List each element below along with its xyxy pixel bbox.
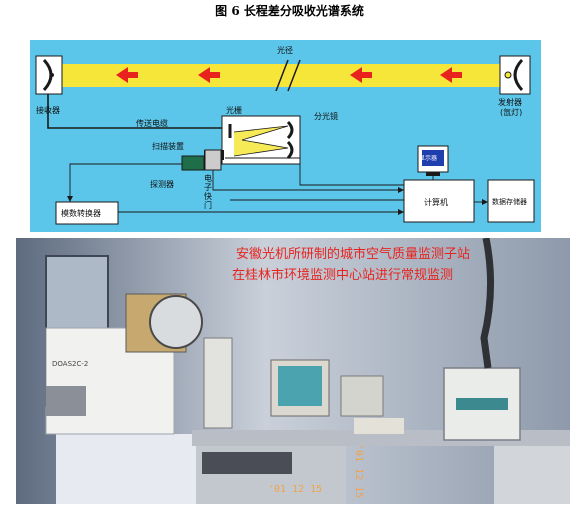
device-model-label: DOAS2C-2 bbox=[52, 360, 89, 368]
detector-block bbox=[181, 155, 205, 171]
label-grating: 光栅 bbox=[226, 106, 242, 115]
label-transmitter-sub: (氙灯) bbox=[500, 108, 523, 117]
label-cable: 传送电缆 bbox=[136, 119, 168, 128]
label-computer: 计算机 bbox=[424, 198, 448, 207]
timestamp-bottom: '01 12 15 bbox=[268, 484, 323, 495]
station-photo: 安徽光机所研制的城市空气质量监测子站 在桂林市环境监测中心站进行常规监测 DOA… bbox=[16, 238, 570, 504]
transmitter-lamp bbox=[499, 55, 531, 95]
arrow-icon bbox=[350, 67, 372, 83]
arrow-icon bbox=[198, 67, 220, 83]
label-splitter: 分光镜 bbox=[314, 112, 338, 121]
figure-title: 图 6 长程差分吸收光谱系统 bbox=[215, 4, 364, 18]
photo-caption-line2: 在桂林市环境监测中心站进行常规监测 bbox=[232, 268, 454, 283]
computer-box bbox=[403, 179, 475, 223]
shutter-block bbox=[204, 149, 222, 171]
adc-box bbox=[55, 201, 119, 225]
spectrometer-box bbox=[221, 115, 301, 165]
path-break-mark bbox=[287, 59, 301, 92]
arrow-icon bbox=[440, 67, 462, 83]
photo-caption-line1: 安徽光机所研制的城市空气质量监测子站 bbox=[236, 247, 471, 262]
direction-arrows bbox=[116, 67, 462, 83]
photo-scene bbox=[16, 238, 570, 504]
label-shutter: 电子快门 bbox=[204, 174, 212, 210]
timestamp-side: '01 12 15 bbox=[353, 444, 364, 499]
display-monitor bbox=[417, 145, 449, 176]
storage-box bbox=[487, 179, 535, 223]
label-storage: 数据存储器 bbox=[492, 198, 527, 206]
label-receiver: 接收器 bbox=[36, 106, 60, 115]
diagram-drawing bbox=[35, 55, 535, 225]
cable-line bbox=[47, 94, 222, 129]
arrow-icon bbox=[116, 67, 138, 83]
label-adc: 模数转换器 bbox=[61, 209, 101, 218]
path-break-mark bbox=[275, 59, 289, 92]
label-detector: 探测器 bbox=[150, 180, 174, 189]
label-optical-path: 光径 bbox=[277, 46, 293, 55]
label-scanner: 扫描装置 bbox=[152, 142, 184, 151]
receiver-mirror bbox=[35, 55, 63, 95]
signal-lines bbox=[69, 157, 488, 213]
label-transmitter: 发射器 bbox=[498, 98, 522, 107]
system-diagram: 接收器 光径 发射器 (氙灯) 传送电缆 光栅 分光镜 扫描装置 探测器 电子快… bbox=[30, 40, 541, 232]
line-arrowheads bbox=[67, 187, 488, 215]
label-display: 显示器 bbox=[419, 155, 438, 162]
